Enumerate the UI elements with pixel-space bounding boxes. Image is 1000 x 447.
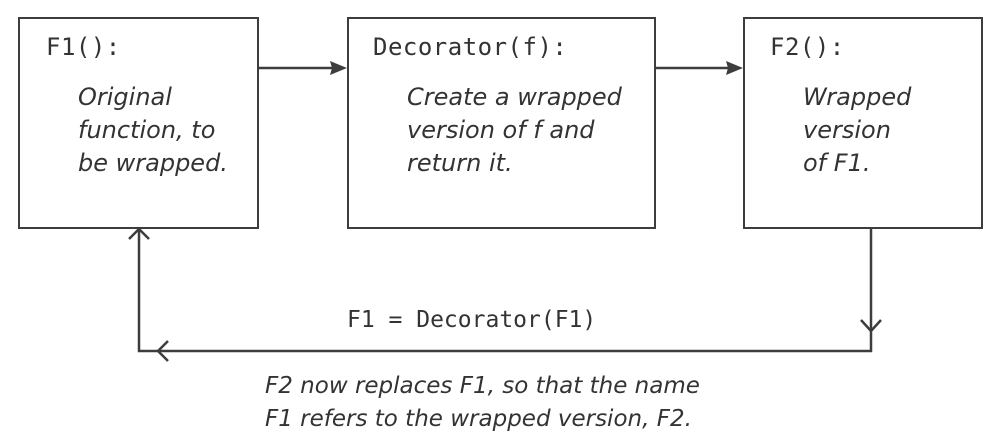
edge-label-assignment: F1 = Decorator(F1) — [347, 307, 597, 333]
node-f2-box: F2(): Wrapped version of F1. — [743, 17, 983, 229]
node-f2-description: Wrapped version of F1. — [803, 83, 912, 177]
arrowhead-up-chevron — [128, 227, 150, 240]
arrowhead-into-decorator — [330, 61, 347, 75]
node-f1-description: Original function, to be wrapped. — [78, 83, 228, 177]
arrowhead-into-f2 — [726, 61, 743, 75]
node-decorator-box: Decorator(f): Create a wrapped version o… — [347, 17, 656, 229]
arrowhead-left-chevron — [156, 340, 169, 362]
node-f1-box: F1(): Original function, to be wrapped. — [18, 17, 259, 229]
node-decorator-description: Create a wrapped version of f and return… — [407, 83, 622, 177]
node-f2-title: F2(): — [770, 33, 845, 61]
node-decorator-title: Decorator(f): — [373, 33, 568, 61]
diagram-caption: F2 now replaces F1, so that the name F1 … — [265, 373, 700, 432]
node-f1-title: F1(): — [46, 33, 121, 61]
arrowhead-down-chevron — [860, 319, 882, 333]
